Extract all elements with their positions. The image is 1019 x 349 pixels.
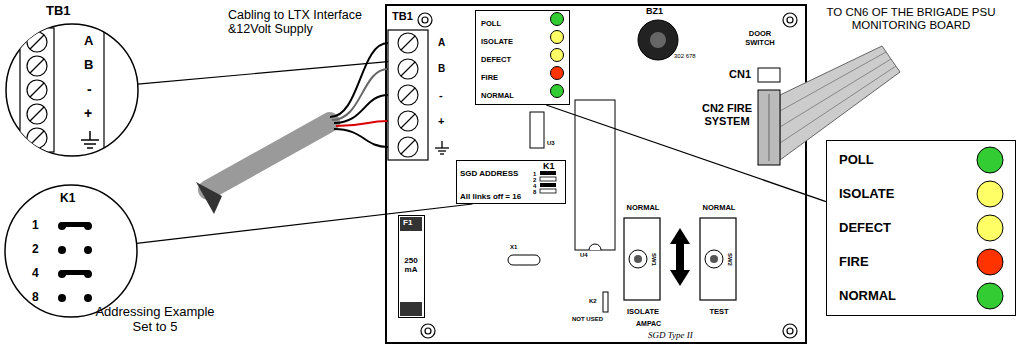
led-panel: POLL ISOLATE DEFECT FIRE NORMAL [475,10,570,105]
text-label: NORMAL [618,204,668,213]
fuse: F1 250 mA [398,215,425,318]
text-label: POLL [481,20,501,29]
leader-line [137,204,473,243]
text-label: B [438,63,445,75]
text-label: - [87,81,92,97]
text-label: POLL [839,153,874,168]
text-label: ISOLATE [481,38,513,47]
text-label: CN1 [729,68,751,81]
text-label: 8 [32,291,39,305]
text-label: DEFECT [839,221,891,236]
text-label: FIRE [839,255,869,270]
text-label: + [438,115,444,128]
annotation-label: X1 [510,244,517,251]
text-label: TEST [694,308,744,317]
door-switch-connector: DOOR SWITCH CN1 [705,30,783,86]
leader-line [546,105,826,202]
text-label: NORMAL [694,204,744,213]
toggle-switch: NORMAL SW2TEST [694,204,744,322]
leader-line [138,62,388,84]
annotation-label: NOT USED [572,316,603,323]
text-label: SGD Type II [648,330,693,340]
text-label: ISOLATE [618,308,668,317]
text-label: DOOR SWITCH [739,30,781,47]
text-label: + [84,105,92,121]
text-label: TB1 [46,4,71,19]
text-label: K1 [543,161,555,171]
text-label: NORMAL [481,92,514,101]
annotation-label: K2 [589,298,597,305]
buzzer: BZ1 302 678 [632,5,702,67]
text-label: DEFECT [481,56,511,65]
text-label: 1 [533,171,536,177]
text-label: CN2 FIRE SYSTEM [700,102,754,127]
led-panel-zoom: POLL ISOLATE DEFECT FIRE NORMAL [826,140,1016,316]
text-label: SW2 [726,253,733,266]
annotation-label: U4 [580,252,588,259]
text-label: F1 [403,218,412,227]
text-label: 8 [533,189,536,195]
text-label: TB1 [392,10,413,23]
text-label: 2 [533,177,536,183]
text-label: 4 [533,183,536,189]
text-label: 302 678 [674,53,696,60]
zoom-circle: TB1AB - + [4,4,140,156]
text-label: - [439,89,443,102]
text-label: A [84,34,93,49]
text-label: 250 mA [399,256,423,274]
text-label: A [438,37,445,49]
text-label: BZ1 [646,6,663,16]
text-label: SGD ADDRESS [460,169,518,178]
text-label: All links off = 16 [460,192,521,201]
annotation-label: TO CN6 OF THE BRIGADE PSU MONITORING BOA… [806,6,1016,32]
text-label: K1 [60,192,75,206]
circuit-board: AMPAC SGD Type II POLL ISOLATE DEFECT FIRE NOR… [386,5,806,343]
zoom-circle: K1 1 2 4 8 [4,184,140,318]
fire-system-connector: CN2 FIRE SYSTEM [700,88,756,166]
text-label: 1 [32,219,39,233]
text-label: NORMAL [839,289,896,304]
annotation-label: U3 [547,140,555,147]
toggle-switch: NORMAL SW1ISOLATE [618,204,668,322]
text-label: SW1 [650,253,657,266]
text-label: FIRE [481,74,498,83]
text-label: ISOLATE [839,187,894,202]
text-label: 2 [32,243,39,257]
annotation-label: Cabling to LTX Interface &12Volt Supply [228,8,383,37]
address-box: SGD ADDRESS K1 1248All links off = 16 [456,160,566,204]
text-label: AMPAC [636,320,661,328]
annotation-label: Addressing Example Set to 5 [95,305,215,335]
terminal-block: TB1A B - + [388,10,452,162]
text-label: B [84,58,93,73]
text-label: 4 [32,267,39,281]
